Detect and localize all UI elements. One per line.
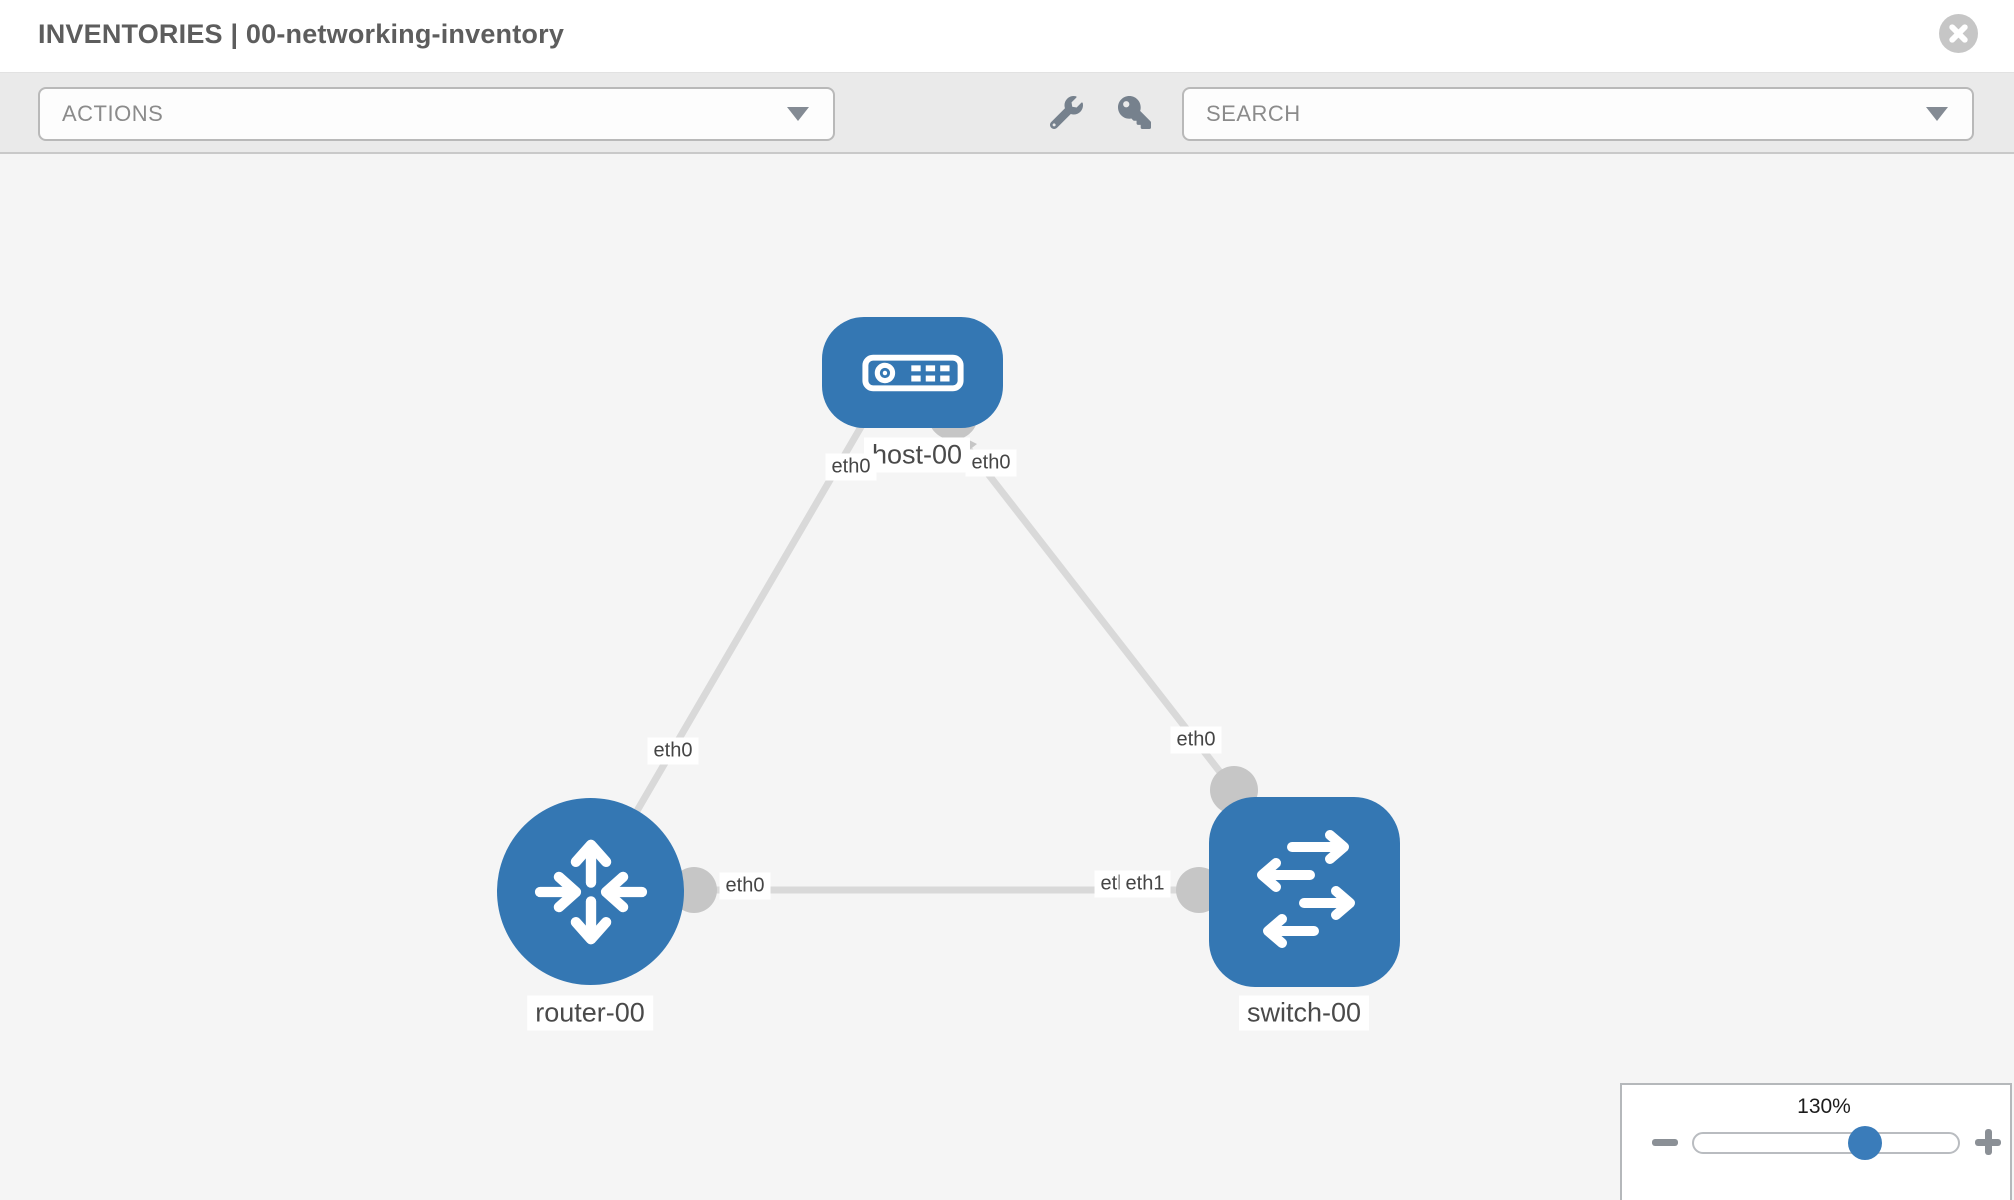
- chevron-down-icon: [787, 107, 809, 121]
- page-title: INVENTORIES | 00-networking-inventory: [38, 19, 565, 49]
- interface-label: eth0: [825, 453, 877, 481]
- wrench-button[interactable]: [1044, 90, 1088, 134]
- node-label-router: router-00: [527, 995, 653, 1031]
- node-host-00[interactable]: [822, 317, 1003, 428]
- actions-dropdown-label: ACTIONS: [62, 101, 164, 126]
- interface-label: eth1: [1119, 870, 1171, 898]
- close-button[interactable]: [1939, 14, 1978, 53]
- interface-label: eth0: [647, 737, 699, 765]
- zoom-level-value: 130%: [1797, 1095, 1851, 1118]
- link-host-router[interactable]: [616, 418, 869, 842]
- zoom-in-button[interactable]: [1966, 1120, 2010, 1164]
- topology-canvas[interactable]: host-00 router-00 switch-00 eth0 eth0 et…: [0, 154, 2014, 1200]
- chevron-down-icon: [1926, 107, 1948, 121]
- key-button[interactable]: [1112, 90, 1156, 134]
- search-dropdown[interactable]: [1182, 87, 1974, 141]
- zoom-slider-track[interactable]: [1692, 1132, 1960, 1154]
- close-icon: [1949, 24, 1968, 43]
- switch-arrows-icon: [1256, 830, 1355, 948]
- minus-icon: [1652, 1138, 1678, 1146]
- zoom-control-panel: 130%: [1620, 1083, 2012, 1200]
- zoom-out-button[interactable]: [1643, 1120, 1687, 1164]
- node-label-switch: switch-00: [1238, 995, 1370, 1031]
- search-input[interactable]: [1204, 100, 1898, 128]
- interface-label: eth0: [719, 872, 771, 900]
- server-icon: [861, 354, 964, 391]
- router-arrows-icon: [534, 839, 647, 944]
- wrench-icon: [1049, 95, 1083, 129]
- key-icon: [1117, 95, 1151, 129]
- zoom-slider-knob[interactable]: [1848, 1126, 1882, 1160]
- toolbar: ACTIONS: [0, 72, 2014, 154]
- node-switch-00[interactable]: [1209, 797, 1400, 987]
- node-router-00[interactable]: [497, 798, 684, 985]
- interface-label: eth0: [965, 449, 1017, 477]
- plus-icon: [1975, 1129, 2001, 1155]
- header-bar: INVENTORIES | 00-networking-inventory: [0, 0, 2014, 72]
- links-layer: [616, 418, 1237, 894]
- actions-dropdown[interactable]: ACTIONS: [38, 87, 835, 141]
- node-label-host: host-00: [863, 437, 971, 473]
- interface-label: eth0: [1170, 726, 1222, 754]
